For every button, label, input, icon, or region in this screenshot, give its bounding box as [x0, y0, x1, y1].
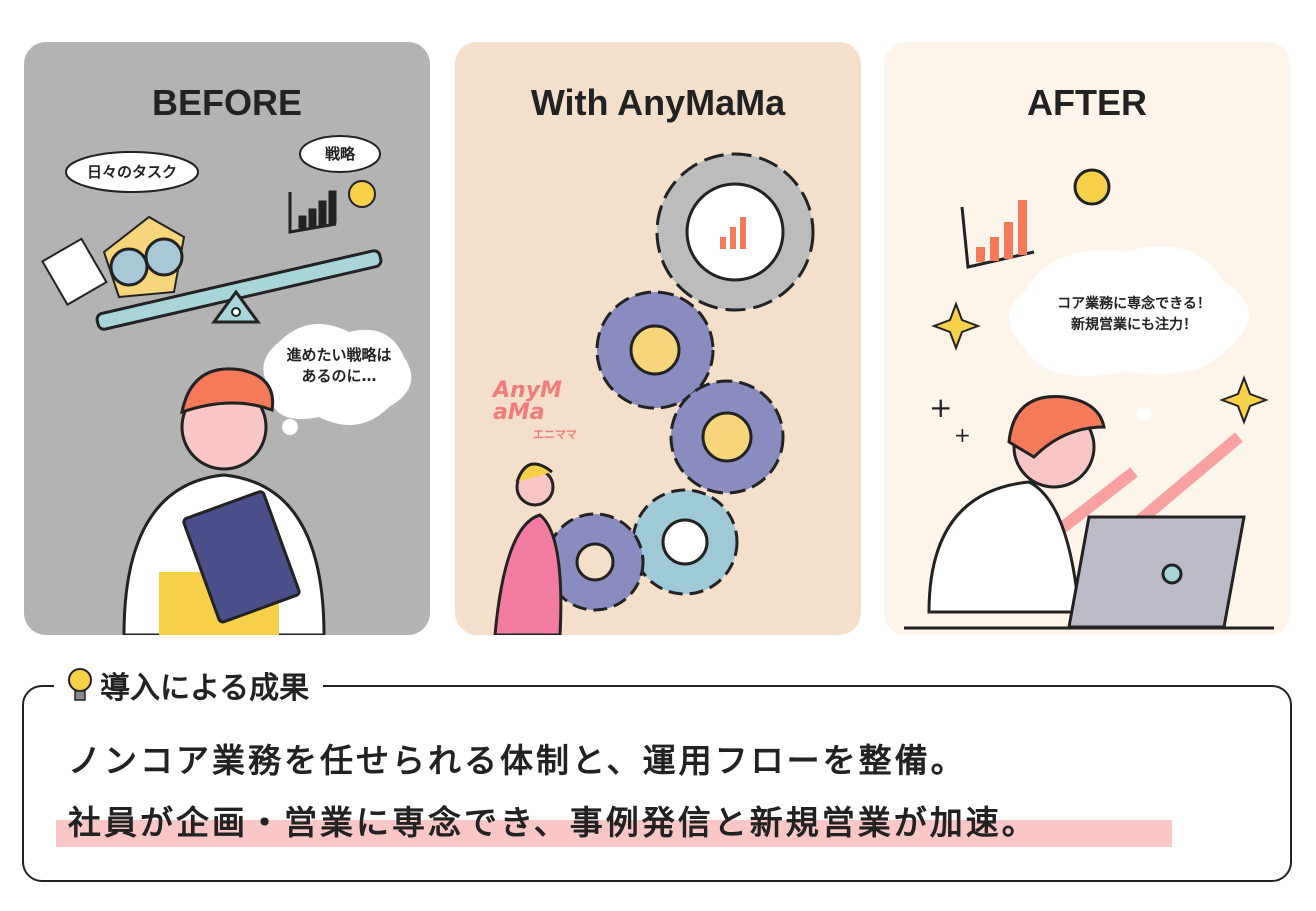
lightbulb-icon — [348, 180, 376, 208]
result-box — [22, 685, 1292, 882]
thought-bubble-line1: 進めたい戦略は — [286, 346, 392, 364]
sparkle-icon — [1219, 375, 1269, 425]
highlight-marker — [56, 820, 1172, 847]
strategy-bubble: 戦略 — [324, 145, 355, 163]
before-title: BEFORE — [151, 82, 302, 123]
woman-pushing — [493, 462, 563, 635]
sparkle-icon — [931, 301, 981, 351]
after-panel: AFTER ++ コア業務に専念できる！ 新規営業にも注力！ — [884, 42, 1290, 635]
after-thought-line2: 新規営業にも注力！ — [1071, 317, 1197, 333]
result-line-2: 社員が企画・営業に専念でき、事例発信と新規営業が加速。 — [68, 803, 1038, 842]
folder-icon — [182, 490, 301, 624]
lightbulb-icon — [68, 668, 92, 701]
laptop-icon — [1067, 515, 1246, 629]
seesaw-icon — [95, 249, 383, 331]
svg-text:+: + — [954, 423, 971, 447]
gears-illustration — [493, 152, 815, 635]
anymama-logo: AnyMaMa エニママ — [493, 378, 577, 442]
after-thought-line1: コア業務に専念できる！ — [1057, 296, 1211, 312]
with-anymama-panel: With AnyMaMa AnyMaMa エニママ — [455, 42, 861, 635]
bar-chart-icon — [288, 190, 337, 234]
result-line-1: ノンコア業務を任せられる体制と、運用フローを整備。 — [68, 741, 967, 780]
growth-chart-icon — [960, 200, 1035, 269]
after-title: AFTER — [1027, 82, 1147, 123]
result-label: 導入による成果 — [54, 663, 324, 707]
before-illustration — [41, 135, 412, 635]
lightbulb-icon — [1073, 168, 1111, 206]
svg-text:+: + — [929, 391, 952, 424]
tasks-bubble: 日々のタスク — [86, 163, 177, 181]
after-illustration: ++ — [904, 168, 1274, 630]
thought-bubble-line2: あるのに… — [301, 367, 377, 385]
with-anymama-title: With AnyMaMa — [530, 82, 786, 123]
before-panel: BEFORE 日々のタスク 戦略 進めたい戦略は あるのに… — [24, 42, 430, 635]
result-label-text: 導入による成果 — [100, 671, 310, 706]
